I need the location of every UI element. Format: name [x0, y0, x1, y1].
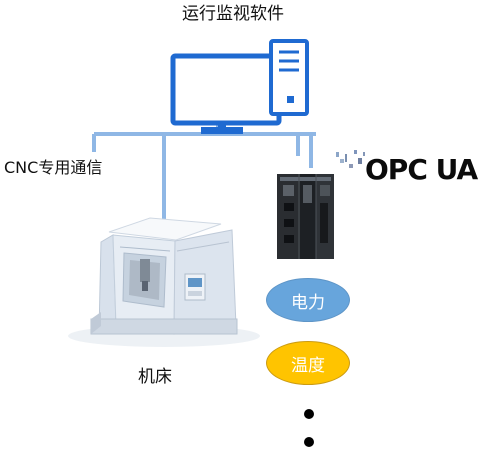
- more-items-dot-top: [304, 409, 314, 419]
- controller-label-right: [320, 185, 330, 196]
- opc-ua-mark-4: [349, 164, 353, 168]
- machine-spindle: [140, 259, 150, 282]
- machine-base-left: [91, 312, 101, 334]
- opc-ua-mark-3: [345, 154, 347, 162]
- opc-ua-mark-6: [358, 158, 362, 164]
- opc-ua-mark-7: [363, 152, 365, 156]
- machine-screen: [188, 278, 202, 287]
- more-items-dot-bottom: [304, 437, 314, 447]
- monitor-stand-base: [201, 127, 243, 134]
- machine-button-row: [188, 291, 202, 296]
- machine-line-1: [119, 246, 171, 252]
- controller-body-left: [277, 174, 300, 259]
- cnc-machine-icon: [68, 217, 260, 347]
- plc-controller-icon: [277, 174, 334, 259]
- machine-tool-head: [142, 281, 148, 291]
- controller-port-4: [320, 203, 328, 243]
- machine-back-top: [108, 217, 222, 241]
- opc-ua-logo-icon: [336, 150, 365, 168]
- temperature-data-node: 温度: [266, 341, 350, 385]
- controller-label-left: [283, 185, 294, 196]
- controller-port-2: [284, 219, 294, 227]
- monitoring-software-label: 运行监视软件: [182, 4, 284, 24]
- opc-ua-mark-2: [340, 159, 344, 163]
- machine-base-front: [90, 318, 238, 335]
- tower-power-button: [287, 96, 294, 103]
- machine-tool-label: 机床: [138, 367, 172, 387]
- controller-label-mid: [303, 185, 312, 203]
- opc-ua-mark-5: [354, 150, 357, 154]
- opc-ua-mark-1: [336, 152, 339, 157]
- monitor-frame: [170, 53, 282, 126]
- temperature-data-label: 温度: [291, 355, 325, 376]
- controller-top-shine: [280, 177, 331, 181]
- cnc-communication-label: CNC专用通信: [4, 158, 103, 177]
- opc-ua-logo-text: OPC UA: [365, 153, 478, 186]
- power-data-node: 电力: [266, 278, 350, 322]
- controller-port-3: [284, 235, 294, 243]
- desktop-computer-icon: [170, 39, 309, 134]
- machine-line-2: [176, 241, 230, 252]
- tower-frame: [269, 39, 309, 116]
- controller-port-1: [284, 203, 294, 211]
- power-data-label: 电力: [291, 292, 325, 313]
